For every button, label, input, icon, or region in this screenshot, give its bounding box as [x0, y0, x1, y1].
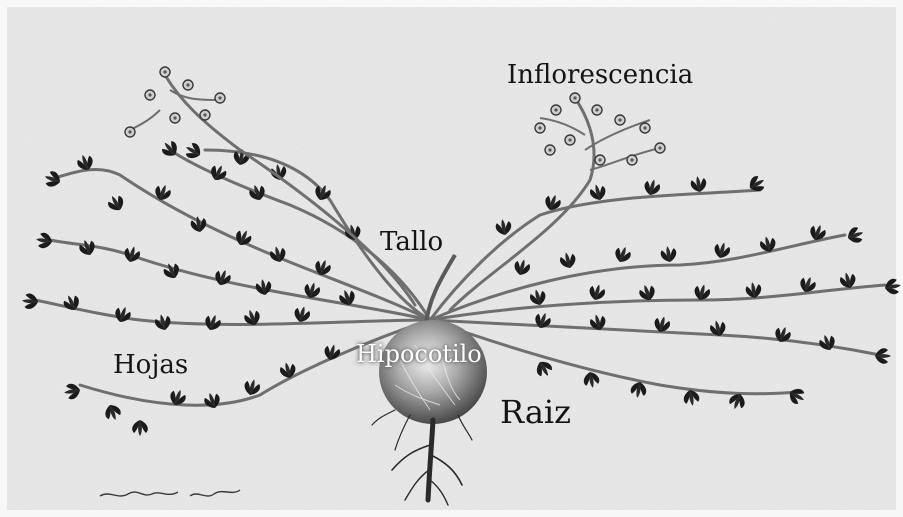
label-hypocotyl: Hipocotilo	[356, 342, 482, 366]
label-stem: Tallo	[380, 229, 443, 255]
hypocotyl-bulb	[379, 320, 487, 424]
label-inflorescence: Inflorescencia	[507, 62, 693, 88]
label-leaves: Hojas	[113, 352, 188, 378]
label-root: Raiz	[500, 396, 571, 428]
